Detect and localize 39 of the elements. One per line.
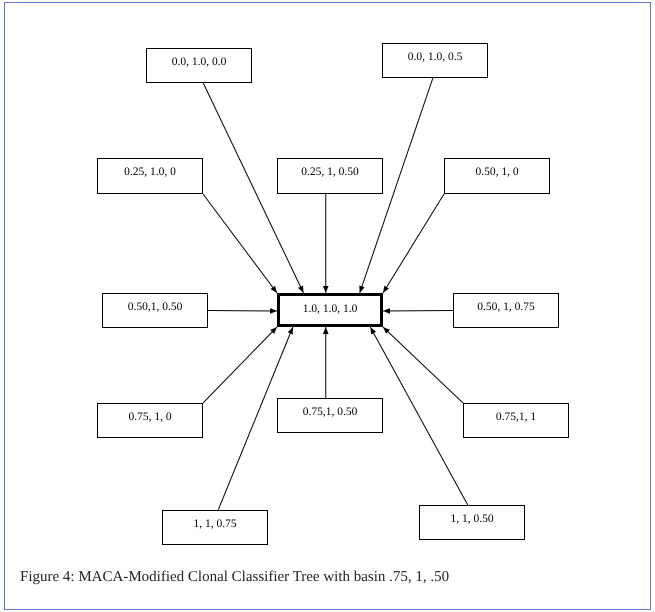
node-label: 0.50, 1, 0 xyxy=(475,165,519,180)
node-label: 0.75,1, 0.50 xyxy=(302,405,358,420)
state-node-box xyxy=(382,43,488,78)
state-node-box xyxy=(463,403,569,438)
state-node-box xyxy=(277,158,383,194)
state-node-box xyxy=(146,48,252,83)
caption: Figure 4: MACA-Modified Clonal Classifier Tree with basin .75, 1, .50 xyxy=(20,568,450,587)
node-label: 0.0, 1.0, 0.5 xyxy=(408,50,462,64)
node-label: 1.0, 1.0, 1.0 xyxy=(302,302,358,316)
state-node-box xyxy=(97,158,203,194)
state-node-box xyxy=(277,398,383,433)
node-label: 0.50, 1, 0.75 xyxy=(477,300,535,314)
basin-node-box xyxy=(277,293,383,327)
state-node-box xyxy=(97,403,203,438)
node-label: 0.75,1, 1 xyxy=(496,410,536,424)
arrow xyxy=(202,194,278,294)
arrow xyxy=(359,78,434,294)
arrow xyxy=(322,194,329,294)
node-label: 0.50,1, 0.50 xyxy=(128,300,182,314)
state-node-box xyxy=(419,505,525,540)
arrow xyxy=(208,308,278,314)
arrow xyxy=(382,308,454,314)
state-node-box xyxy=(453,293,559,328)
node-label: 1, 1, 0.50 xyxy=(450,512,494,526)
arrow xyxy=(370,326,468,506)
arrow xyxy=(218,326,294,510)
arrow xyxy=(202,326,278,404)
state-node-box xyxy=(162,510,268,545)
arrow xyxy=(382,326,464,404)
state-node-box xyxy=(102,293,208,328)
arrow xyxy=(202,82,304,294)
node-label: 0.0, 1.0, 0.0 xyxy=(172,55,226,70)
node-label: 0.25, 1, 0.50 xyxy=(301,165,359,180)
node-label: 0.25, 1.0, 0 xyxy=(124,165,176,180)
node-label: 1, 1, 0.75 xyxy=(193,517,237,532)
arrow xyxy=(322,326,329,398)
arrow xyxy=(382,194,444,294)
node-label: 0.75, 1, 0 xyxy=(128,410,172,424)
state-node-box xyxy=(444,158,550,194)
